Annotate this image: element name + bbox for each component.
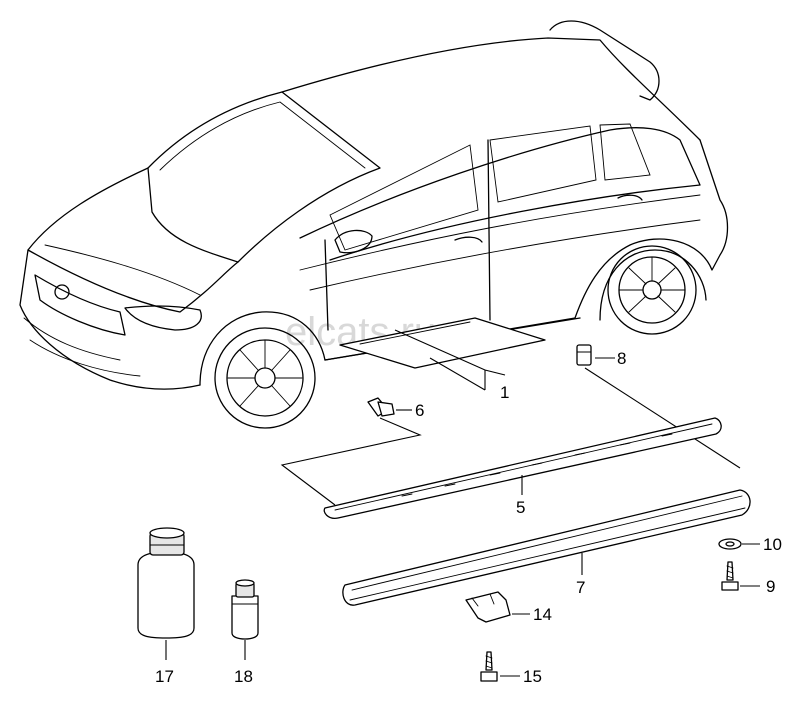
part-9-screw: 9: [721, 561, 775, 596]
callout-18[interactable]: 18: [234, 667, 253, 686]
part-6-bolt: 6: [280, 397, 424, 506]
part-8-clip: 8: [576, 344, 741, 469]
part-18-can: 18: [231, 579, 259, 686]
callout-6[interactable]: 6: [415, 401, 424, 420]
part-10-washer: 10: [718, 535, 782, 554]
part-5-trim: 5: [323, 417, 722, 519]
callout-10[interactable]: 10: [763, 535, 782, 554]
callout-9[interactable]: 9: [766, 577, 775, 596]
part-17-bottle: 17: [137, 527, 195, 686]
callout-14[interactable]: 14: [533, 605, 552, 624]
part-14-clip: 14: [465, 591, 552, 624]
car-illustration: [19, 20, 729, 429]
callout-7[interactable]: 7: [576, 578, 585, 597]
vw-badge-icon: [54, 284, 70, 300]
callout-5[interactable]: 5: [516, 498, 525, 517]
callout-17[interactable]: 17: [155, 667, 174, 686]
callout-8[interactable]: 8: [617, 349, 626, 368]
callout-1-group: 1: [394, 329, 509, 402]
part-7-sill-cover: 7: [342, 489, 751, 606]
callout-15[interactable]: 15: [523, 667, 542, 686]
callout-1[interactable]: 1: [500, 383, 509, 402]
part-15-screw: 15: [480, 651, 542, 686]
